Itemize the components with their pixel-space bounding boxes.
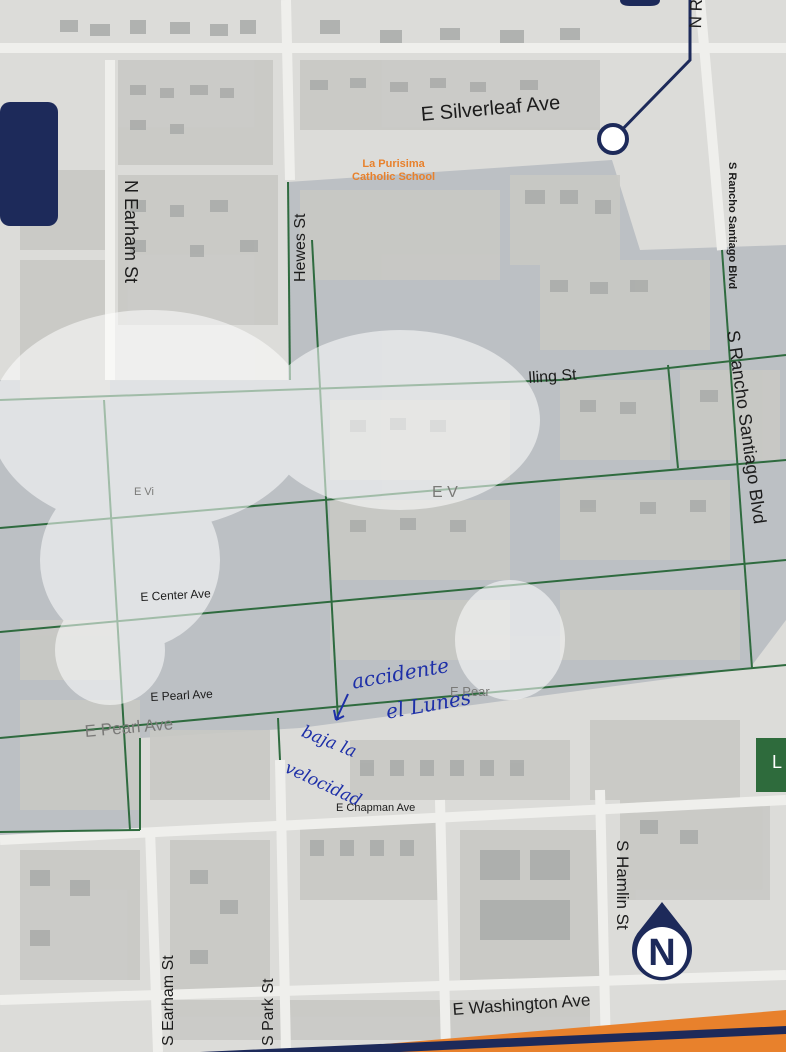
street-label-n-ra: N Ra <box>686 0 707 29</box>
street-label-e-pearl-right: E Pear <box>450 684 490 699</box>
school-name-line1: La Purisima <box>362 158 425 170</box>
street-label-s-park: S Park St <box>260 978 277 1046</box>
street-label-s-rancho-top: S Rancho Santiago Blvd <box>726 162 738 290</box>
handwritten-arrow-icon <box>333 693 349 721</box>
school-label: La Purisima Catholic School <box>352 158 435 184</box>
compass-letter: N <box>648 932 676 974</box>
street-label-n-earham-north: N Earham St <box>121 180 141 284</box>
school-name-line2: Catholic School <box>352 171 436 183</box>
street-label-s-earham-south: S Earham St <box>160 955 177 1046</box>
street-label-lincoln-fragment: lling St <box>528 366 578 387</box>
street-label-hewes: Hewes St <box>292 213 309 282</box>
legend-panel <box>0 102 58 226</box>
transit-route-line <box>610 0 692 142</box>
street-label-e-v-left: E Vi <box>134 486 154 498</box>
route-tab <box>756 738 786 792</box>
glare <box>0 310 565 705</box>
stop-circle-icon[interactable] <box>596 122 630 156</box>
street-label-e-chapman: E Chapman Ave <box>336 802 416 814</box>
route-tab-label: L <box>772 752 783 772</box>
street-label-e-v-center: E V <box>432 484 458 501</box>
north-arrow-icon: N <box>624 902 702 984</box>
